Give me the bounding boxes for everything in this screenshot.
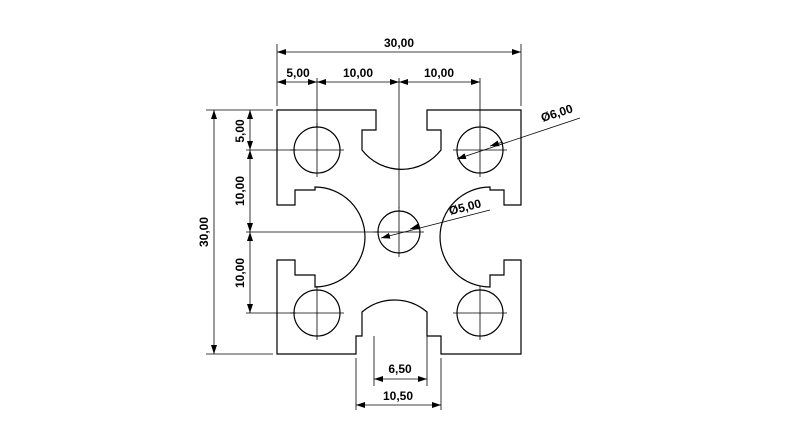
dim-overall-height: 30,00	[197, 217, 211, 247]
dim-overall-width: 30,00	[384, 36, 414, 50]
dim-center-hole-diameter: Ø5,00	[447, 196, 482, 218]
dim-hole-diameter-arrow	[489, 140, 504, 147]
dim-hole-diameter-leader	[456, 117, 581, 160]
dim-hole-to-center-top: 10,00	[233, 176, 247, 206]
dimension-lines	[211, 49, 581, 408]
dim-center-hole-diameter-arrow	[409, 223, 420, 230]
centerlines	[290, 123, 507, 340]
dim-hole-to-center-right: 10,00	[424, 66, 454, 80]
dim-center-hole-diameter-leader	[380, 209, 491, 239]
dim-edge-to-hole: 5,00	[286, 66, 310, 80]
dim-top-to-hole: 5,00	[233, 119, 247, 143]
profile-outline	[276, 109, 522, 355]
dim-hole-to-center-left: 10,00	[343, 66, 373, 80]
dim-center-to-hole-bottom: 10,00	[233, 258, 247, 288]
dim-slot-opening: 6,50	[388, 362, 412, 376]
dim-slot-width: 10,50	[383, 389, 413, 403]
extension-lines	[206, 44, 522, 410]
